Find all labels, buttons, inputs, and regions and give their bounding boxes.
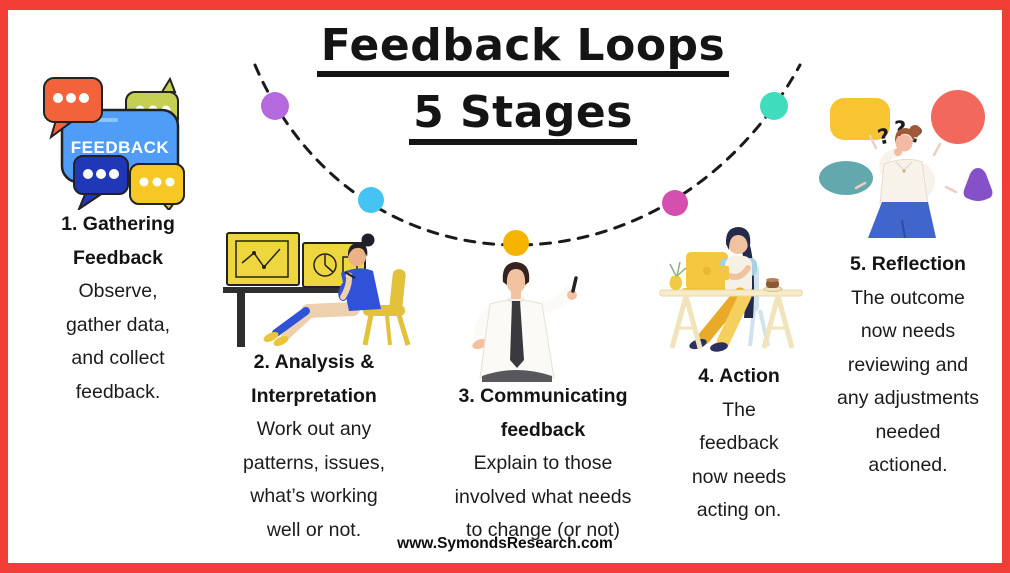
teal-ellipse-icon [819, 161, 873, 195]
yellow-rounded-rect-icon [830, 98, 890, 140]
presenter-holding-pen-icon [472, 262, 578, 382]
dark-blue-bubble-icon [73, 155, 129, 210]
stage-3-description: Explain to those involved what needs to … [454, 452, 632, 541]
desk-icon [659, 289, 803, 349]
stage-dot-5 [760, 92, 788, 120]
person-working-at-laptop-desk-icon [659, 227, 803, 352]
main-feedback-bubble-icon: FEEDBACK [60, 108, 180, 202]
stage-1-heading: 1. Gathering Feedback [61, 213, 175, 269]
page-subtitle: 5 Stages [409, 89, 637, 145]
presenter-person-icon [472, 262, 578, 382]
stage-1-block: 1. Gathering Feedback Observe, gather da… [26, 208, 210, 409]
yellow-chair-icon [362, 269, 411, 346]
purple-triangle-icon [963, 168, 993, 201]
yellow-bubble-icon [129, 163, 185, 210]
coral-circle-icon [931, 90, 985, 144]
stage-2-description: Work out any patterns, issues, what’s wo… [243, 418, 385, 541]
stage-3-block: 3. Communicating feedback Explain to tho… [428, 380, 658, 548]
analyst-person-icon [263, 233, 381, 346]
stage-dot-1 [261, 92, 289, 120]
stage-5-description: The outcome now needs reviewing and any … [837, 286, 979, 477]
feedback-bubble-label: FEEDBACK [71, 138, 170, 157]
stage-4-heading: 4. Action [698, 365, 780, 387]
accent-lines [854, 134, 958, 194]
coffee-cup-icon [763, 278, 783, 292]
stage-dot-3 [503, 230, 529, 256]
stage-3-heading: 3. Communicating feedback [458, 385, 628, 441]
orange-bubble-icon [43, 77, 103, 140]
dashed-arc [253, 63, 802, 256]
stage-dot-2 [358, 187, 384, 213]
thinking-woman-icon [868, 125, 936, 239]
woman-thinking-question-marks-icon: ? ? ? [819, 90, 993, 239]
page-title: Feedback Loops [316, 21, 730, 78]
arc-path [253, 63, 802, 247]
analyst-reviewing-charts-icon [223, 232, 411, 347]
stage-4-block: 4. Action The feedback now needs acting … [666, 360, 812, 528]
stage-4-description: The feedback now needs acting on. [691, 398, 787, 522]
desk-icon [223, 287, 349, 347]
stage-5-heading: 5. Reflection [850, 253, 966, 275]
stage-2-block: 2. Analysis & Interpretation Work out an… [216, 346, 412, 547]
vase-icon [669, 261, 687, 291]
stage-dot-4 [662, 190, 688, 216]
stage-2-heading: 2. Analysis & Interpretation [251, 351, 377, 407]
website-url: www.SymondsResearch.com [397, 535, 613, 552]
stage-5-block: 5. Reflection The outcome now needs revi… [808, 248, 1002, 483]
stage-1-description: Observe, gather data, and collect feedba… [65, 280, 171, 403]
svg-text:?: ? [875, 124, 892, 150]
feedback-speech-bubbles-icon: FEEDBACK [43, 76, 185, 210]
woman-at-desk-icon [689, 227, 757, 352]
title-block: Feedback Loops 5 Stages [248, 21, 798, 145]
line-chart-monitor-icon [226, 232, 300, 286]
